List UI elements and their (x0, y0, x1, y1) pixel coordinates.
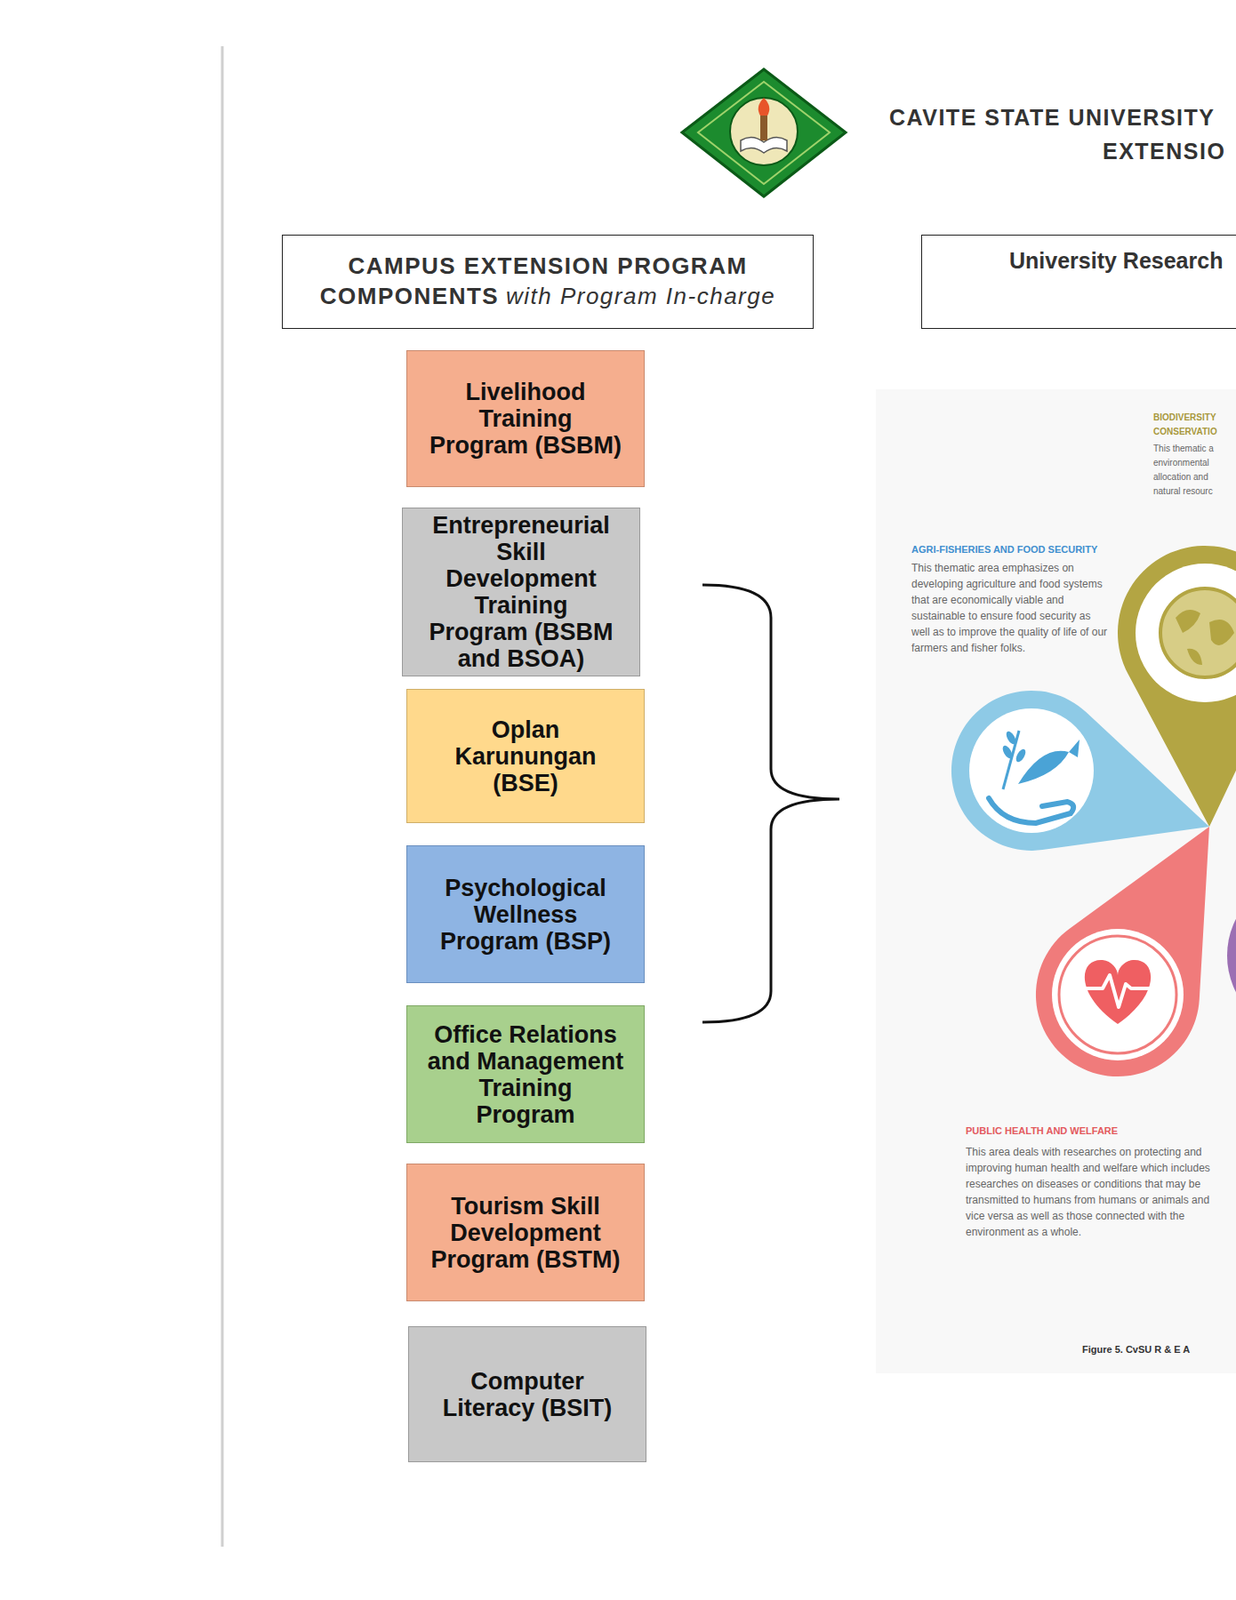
program-box: Computer Literacy (BSIT) (408, 1326, 647, 1463)
heading-fragment: EXTENSIO (1102, 138, 1226, 165)
program-box: Psychological Wellness Program (BSP) (406, 845, 645, 984)
thematic-heading: PUBLIC HEALTH AND WELFARE (965, 1125, 1118, 1137)
fish-icon (1018, 739, 1080, 785)
program-name: Oplan Karunungan (BSE) (426, 716, 625, 797)
margin-line (221, 46, 225, 1548)
section-header-box: CAMPUS EXTENSION PROGRAM COMPONENTSwith … (281, 234, 814, 330)
teardrop (1035, 826, 1210, 1077)
thematic-description: This area deals with researches on prote… (965, 1144, 1224, 1241)
logo-seal (730, 97, 798, 166)
program-name: Livelihood Training Program (BSBM) (426, 378, 625, 459)
program-name: Office Relations and Management Training… (426, 1021, 625, 1129)
text-fragment: environmental (1153, 457, 1210, 468)
hand-icon (988, 798, 1074, 824)
program-box: Tourism Skill Development Program (BSTM) (406, 1163, 645, 1302)
program-box: Office Relations and Management Training… (406, 1005, 645, 1144)
grouping-brace (702, 585, 840, 1023)
icon-ring (1059, 936, 1177, 1054)
icon-ground (1135, 563, 1236, 703)
program-name: Entrepreneurial Skill Development Traini… (422, 512, 620, 673)
program-name: Tourism Skill Development Program (BSTM) (426, 1193, 625, 1274)
program-name: Computer Literacy (BSIT) (428, 1368, 627, 1422)
program-box: Oplan Karunungan (BSE) (406, 689, 645, 824)
header-text: with Program In-charge (505, 282, 776, 310)
header-text: CAMPUS EXTENSION PROGRAM COMPONENTSwith … (298, 251, 797, 313)
globe-land (1175, 609, 1235, 666)
logo-torch (760, 113, 768, 141)
icon-ground (969, 708, 1094, 834)
section-header-box: University Research (921, 234, 1236, 330)
logo-diamond (682, 69, 846, 197)
wheat-grain (1001, 744, 1015, 761)
figure-caption: Figure 5. CvSU R & E A (1082, 1344, 1190, 1356)
agri-fisheries-drop (951, 690, 1210, 851)
logo-flame (758, 97, 771, 116)
thematic-description: This thematic area emphasizes on develop… (911, 560, 1109, 657)
wheat-grain (1014, 747, 1028, 764)
logo-border (698, 81, 830, 185)
text-fragment: allocation and (1153, 472, 1209, 482)
thematic-heading: CONSERVATIO (1153, 426, 1218, 437)
thematic-heading: AGRI-FISHERIES AND FOOD SECURITY (911, 544, 1098, 555)
program-box: Livelihood Training Program (BSBM) (406, 350, 645, 488)
pulse-line (1084, 975, 1151, 1008)
wheat-grain (1004, 730, 1019, 747)
public-health-drop (1035, 826, 1210, 1077)
globe-icon (1160, 588, 1236, 678)
university-logo (682, 69, 846, 197)
program-box: Entrepreneurial Skill Development Traini… (401, 507, 641, 677)
text-fragment: This thematic a (1153, 443, 1214, 454)
header-text: University Research (1009, 248, 1223, 274)
partial-drop (1227, 875, 1236, 1036)
page-title: CAVITE STATE UNIVERSITY (889, 104, 1215, 131)
teardrop (951, 690, 1210, 851)
infographic-panel (875, 389, 1236, 1374)
thematic-heading: BIODIVERSITY (1153, 412, 1217, 423)
program-name: Psychological Wellness Program (BSP) (426, 874, 625, 956)
text-fragment: natural resourc (1153, 486, 1213, 497)
icon-ground (1051, 929, 1184, 1061)
heart-icon (1084, 960, 1151, 1025)
